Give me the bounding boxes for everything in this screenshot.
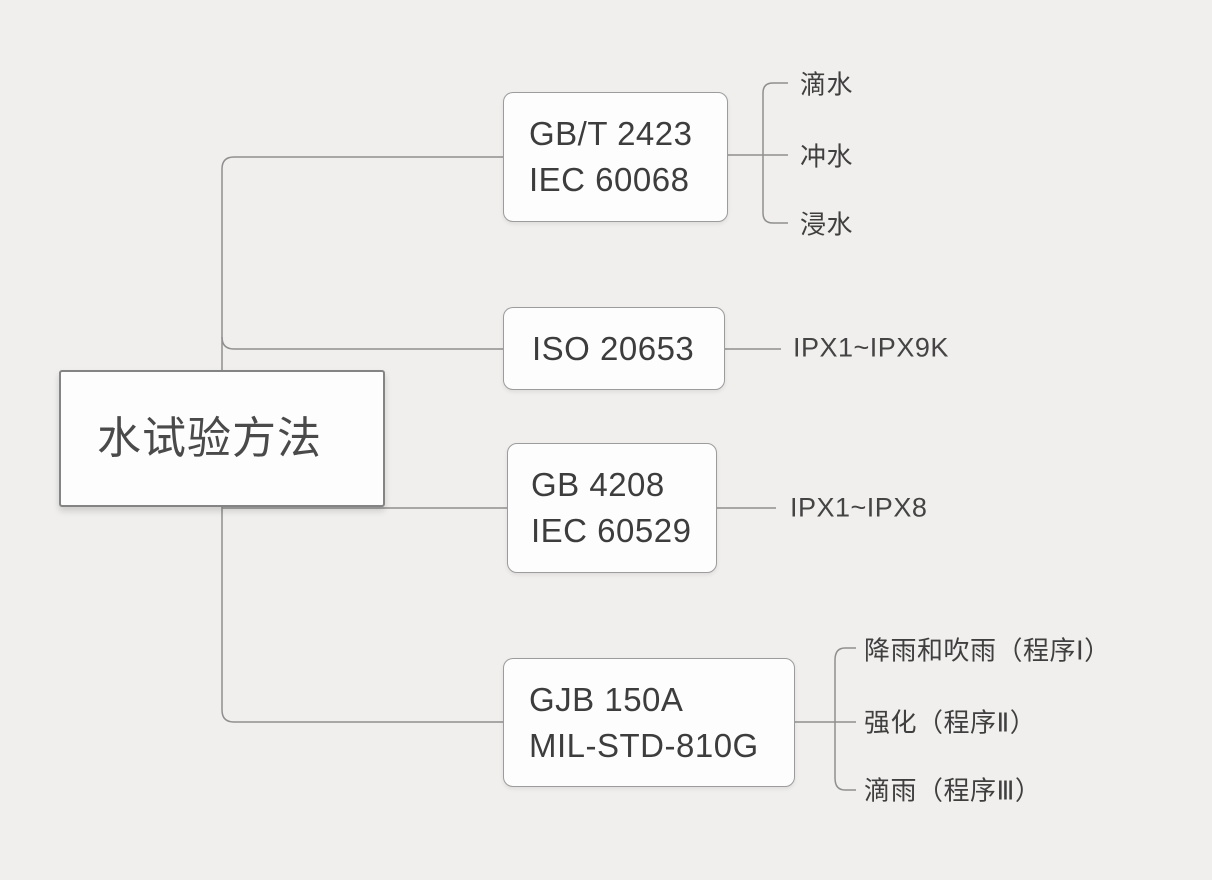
node-label-line: GB/T 2423 bbox=[529, 115, 693, 152]
leaf-immersion-water: 浸水 bbox=[800, 209, 854, 240]
leaf-splash-water: 冲水 bbox=[800, 141, 854, 172]
leaf-rain-blowing-rain-proc1: 降雨和吹雨（程序Ⅰ） bbox=[864, 635, 1111, 666]
node-label-line: IEC 60068 bbox=[529, 161, 690, 198]
node-label-line: IEC 60529 bbox=[531, 512, 692, 549]
gbt2423-bracket bbox=[762, 82, 788, 224]
node-label-line: MIL-STD-810G bbox=[529, 726, 759, 764]
leaf-ipx1-ipx9k: IPX1~IPX9K bbox=[793, 332, 949, 363]
node-gjb150a-milstd810g: GJB 150A MIL-STD-810G bbox=[503, 658, 795, 787]
node-gb4208-iec60529: GB 4208 IEC 60529 bbox=[507, 443, 717, 573]
node-iso20653: ISO 20653 bbox=[503, 307, 725, 390]
root-node-label: 水试验方法 bbox=[97, 413, 322, 463]
node-label-line: GB 4208 bbox=[531, 466, 665, 503]
node-gbt2423-iec60068: GB/T 2423 IEC 60068 bbox=[503, 92, 728, 222]
leaf-intensified-proc2: 强化（程序Ⅱ） bbox=[864, 707, 1037, 738]
leaf-drip-rain-proc3: 滴雨（程序Ⅲ） bbox=[864, 775, 1042, 806]
leaf-drip-water: 滴水 bbox=[800, 69, 854, 100]
node-label-line: GJB 150A bbox=[529, 680, 684, 718]
leaf-ipx1-ipx8: IPX1~IPX8 bbox=[790, 492, 928, 523]
gjb150a-bracket bbox=[834, 647, 856, 791]
root-node-water-test-methods: 水试验方法 bbox=[59, 370, 385, 507]
node-label-line: ISO 20653 bbox=[532, 329, 695, 367]
branch-iso20653-connector bbox=[221, 336, 503, 350]
